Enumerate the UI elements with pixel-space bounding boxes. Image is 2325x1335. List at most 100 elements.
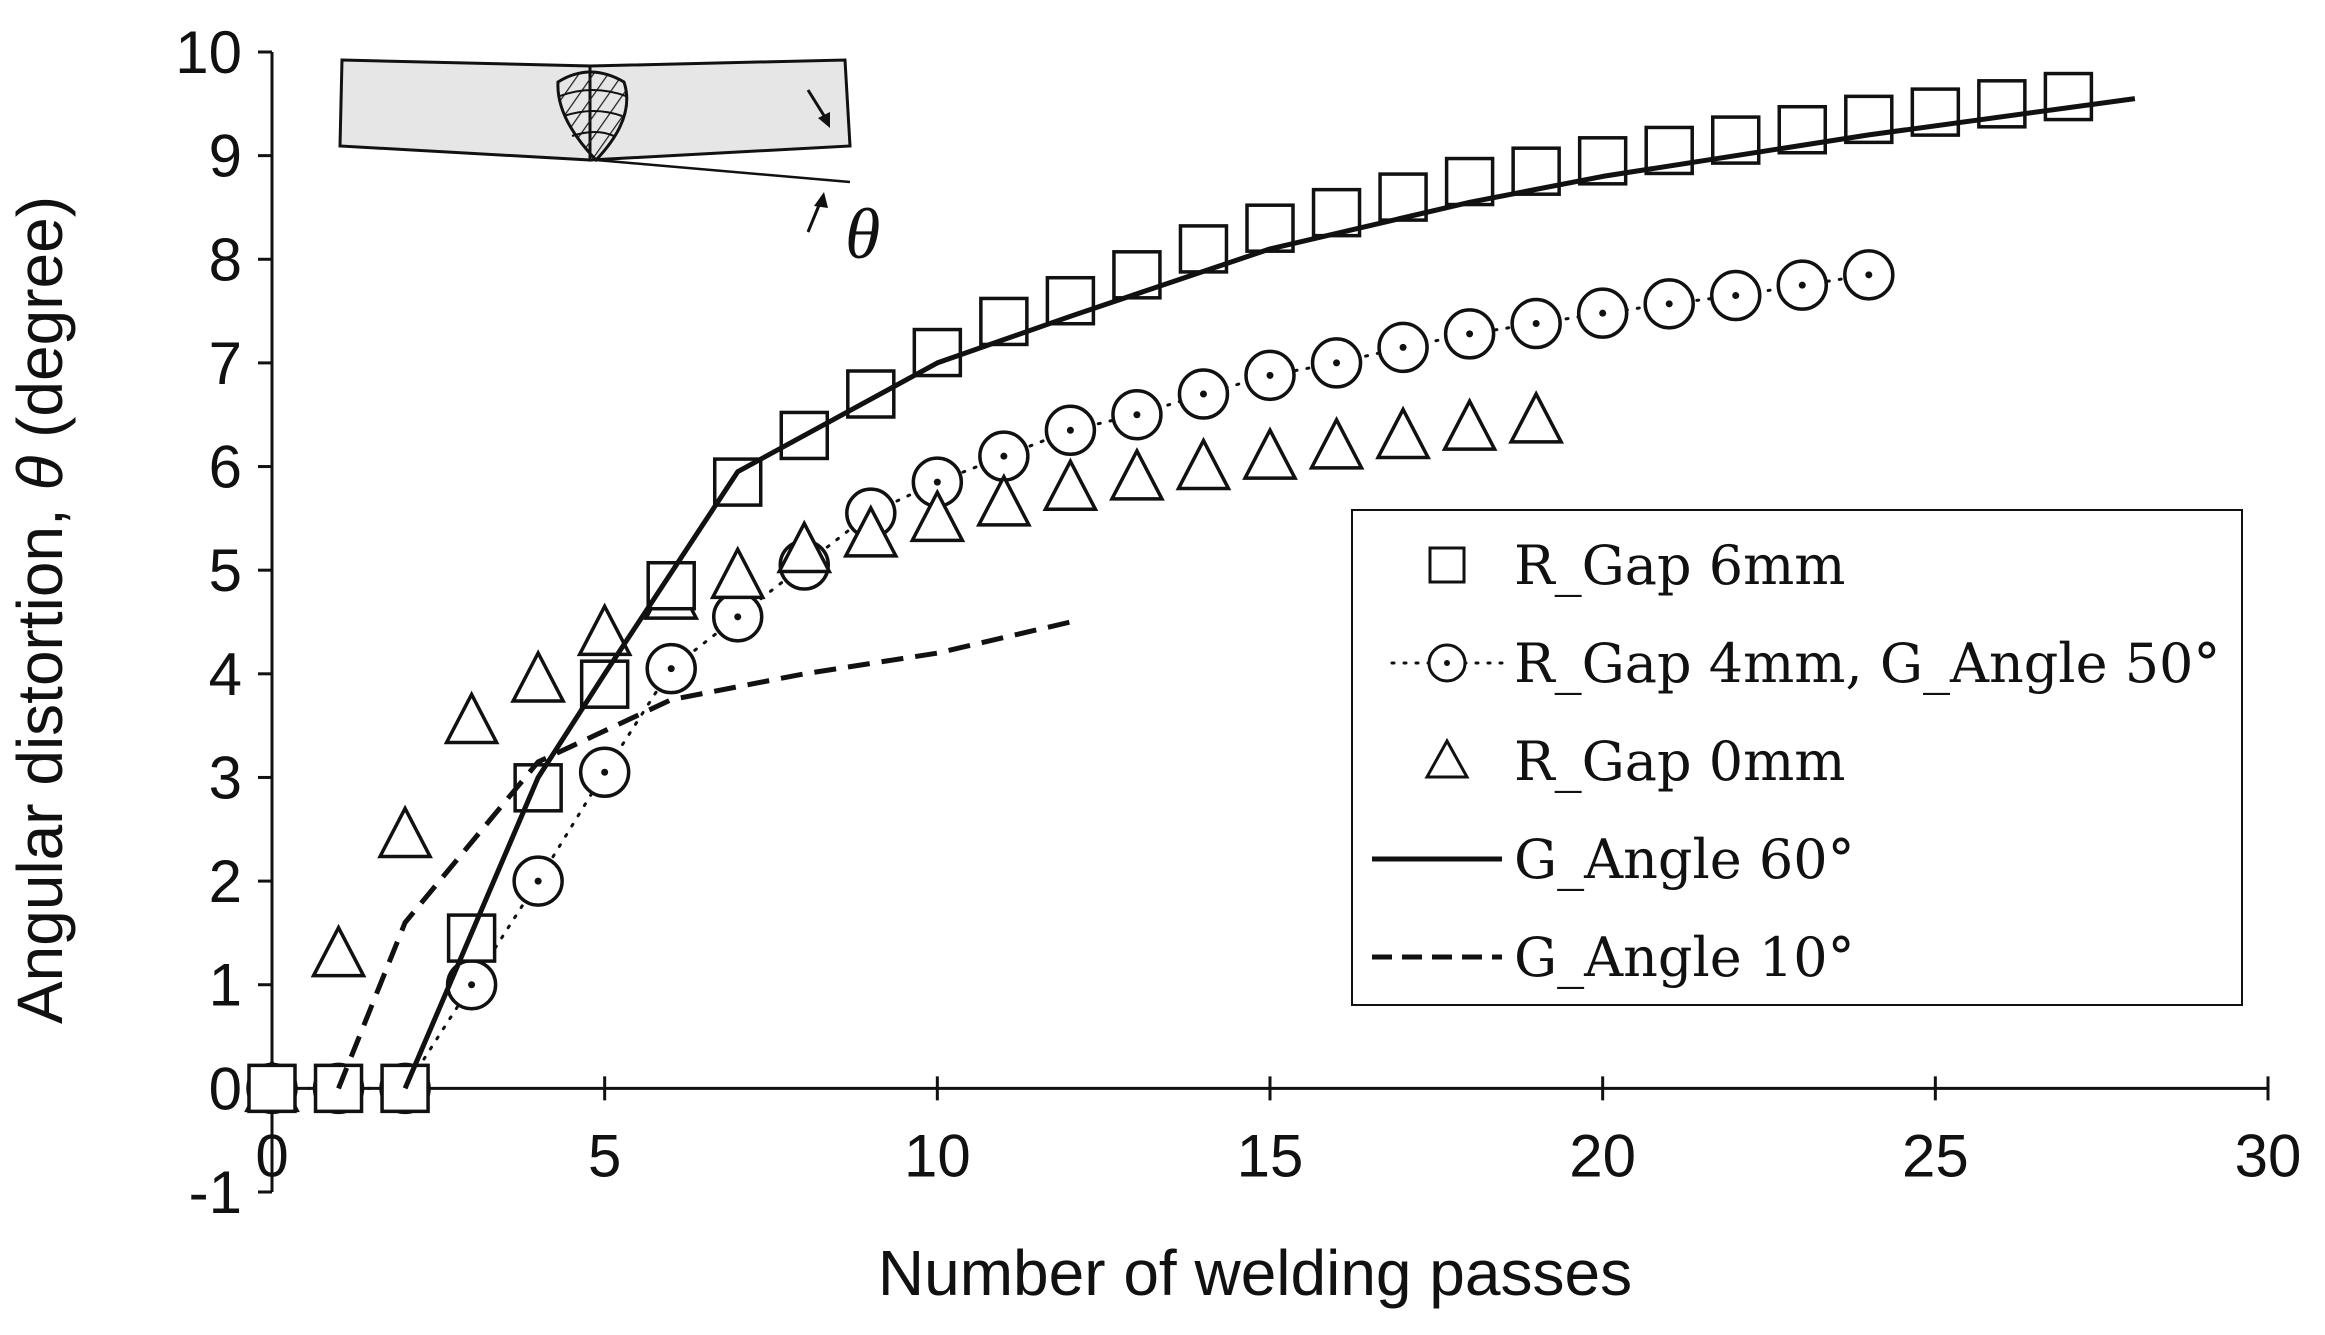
x-tick-label: 25 <box>1902 1122 1969 1189</box>
data-point <box>1375 405 1431 460</box>
circle-marker-center <box>1466 330 1474 338</box>
circle-marker-center <box>1732 292 1740 300</box>
y-tick-label: 9 <box>209 123 242 190</box>
legend-item: R_Gap 6mm <box>1428 534 1846 597</box>
legend-label: R_Gap 4mm, G_Angle 50° <box>1514 632 2220 695</box>
data-point <box>443 690 500 745</box>
data-point <box>645 642 697 695</box>
data-point <box>1377 321 1429 374</box>
legend-label: R_Gap 6mm <box>1514 534 1846 597</box>
data-point <box>310 923 367 978</box>
data-point <box>1709 269 1762 322</box>
data-point <box>576 602 633 657</box>
data-point <box>1576 287 1629 339</box>
weld-bead <box>556 70 629 163</box>
x-tick-label: 5 <box>588 1122 621 1189</box>
data-point <box>1441 397 1498 451</box>
theta-arrowhead-icon <box>814 192 828 208</box>
data-point <box>1510 297 1562 350</box>
series-line-dashed <box>336 619 1071 1090</box>
x-tick-label: 20 <box>1569 1122 1636 1189</box>
circle-marker-center <box>734 613 742 621</box>
data-point <box>712 457 763 507</box>
circle-marker-center <box>1665 300 1673 308</box>
data-point <box>711 591 764 643</box>
data-point <box>975 473 1032 527</box>
legend-label: R_Gap 0mm <box>1514 730 1846 793</box>
x-tick-label: 15 <box>1237 1122 1304 1189</box>
circle-marker-center <box>1066 426 1074 434</box>
circle-marker-center <box>1399 343 1407 351</box>
data-point <box>1175 436 1232 491</box>
y-axis-title-prefix: Angular distortion, <box>4 490 76 1024</box>
legend-label: G_Angle 60° <box>1514 828 1855 891</box>
legend-circle-center <box>1444 660 1450 666</box>
y-axis-title-symbol: θ <box>4 455 76 490</box>
y-tick-label: 6 <box>209 434 242 501</box>
series-line-solid <box>402 96 2136 1090</box>
data-point <box>1109 447 1165 501</box>
distortion-schematic: θ <box>338 58 880 274</box>
data-point <box>709 545 766 600</box>
circle-marker-center <box>1532 320 1540 328</box>
inset-theta-label: θ <box>845 194 880 274</box>
y-tick-label: 0 <box>209 1055 242 1122</box>
circle-marker-center <box>601 768 609 776</box>
data-point <box>978 430 1030 482</box>
circle-marker-center <box>933 478 941 486</box>
circle-marker-center <box>1133 411 1141 419</box>
data-point <box>1242 426 1298 480</box>
data-point <box>1310 337 1363 389</box>
data-point <box>1244 349 1296 402</box>
circle-marker-center <box>534 877 542 885</box>
data-point <box>776 519 833 574</box>
distortion-arrowhead-icon <box>818 112 830 128</box>
legend-item: G_Angle 60° <box>1372 828 1855 891</box>
data-point <box>377 804 433 859</box>
legend-square-marker <box>1428 546 1466 584</box>
circle-marker-center <box>1798 281 1806 289</box>
y-tick-label: 4 <box>209 641 242 708</box>
y-tick-label: 1 <box>209 952 242 1019</box>
legend-triangle-marker <box>1424 737 1470 779</box>
y-axis-title-suffix: (degree) <box>4 196 76 456</box>
y-tick-label: 5 <box>209 537 242 604</box>
data-point <box>1843 249 1895 301</box>
legend-box <box>1351 509 2243 1006</box>
y-axis-title: Angular distortion, θ (degree) <box>4 196 76 1024</box>
data-point <box>1511 146 1561 196</box>
circle-marker-center <box>1199 390 1207 398</box>
x-tick-label: 30 <box>2235 1122 2302 1189</box>
series-3 <box>402 96 2136 1090</box>
data-point <box>1443 308 1496 360</box>
y-tick-label: 8 <box>209 226 242 293</box>
circle-marker-center <box>1599 309 1607 317</box>
data-point <box>1508 390 1565 444</box>
circle-marker-center <box>667 665 675 673</box>
y-tick-label: -1 <box>189 1159 242 1226</box>
y-tick-label: 7 <box>209 330 242 397</box>
data-point <box>578 746 631 799</box>
circle-marker-center <box>468 981 476 989</box>
data-point <box>2043 71 2094 122</box>
data-point <box>510 649 567 703</box>
legend-label: G_Angle 10° <box>1514 926 1855 989</box>
right-plate <box>588 58 852 162</box>
circle-marker-center <box>1865 271 1873 279</box>
data-point <box>1044 404 1097 457</box>
circle-marker-center <box>1266 371 1274 379</box>
y-tick-label: 2 <box>209 848 242 915</box>
data-point <box>247 1063 297 1114</box>
series-4 <box>336 619 1071 1090</box>
data-point <box>1308 416 1365 470</box>
data-point <box>842 504 899 558</box>
reference-line <box>595 158 851 184</box>
data-point <box>909 488 966 543</box>
data-point <box>1111 388 1163 441</box>
data-point <box>912 327 963 378</box>
